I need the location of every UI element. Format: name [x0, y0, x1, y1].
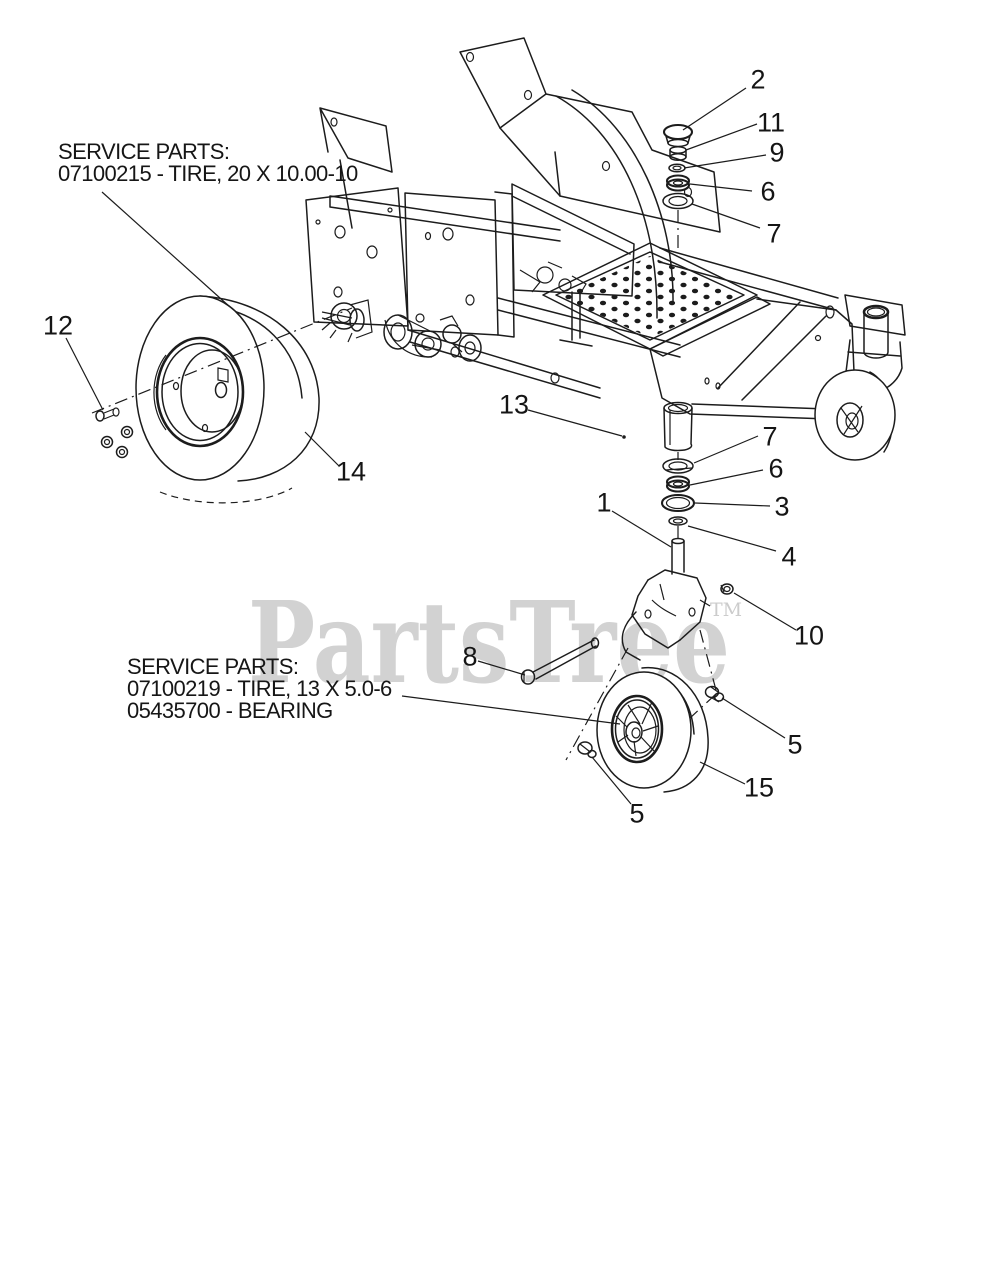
callout-6: 6	[760, 176, 776, 207]
callout-7b: 7	[762, 421, 778, 452]
spindle-tube-and-stack	[660, 401, 696, 538]
axle-bolt	[520, 637, 600, 685]
callout-7: 7	[766, 218, 782, 249]
service-parts-lower-line3: 05435700 - BEARING	[127, 698, 333, 723]
bearing-left	[577, 741, 597, 759]
service-parts-lower-line1: SERVICE PARTS:	[127, 654, 299, 679]
transmission-parts	[321, 311, 482, 362]
spindle-nut	[720, 583, 734, 595]
service-parts-upper-line1: SERVICE PARTS:	[58, 139, 230, 164]
upper-hardware-stack	[662, 123, 694, 253]
caster-wheel-13x5	[577, 666, 725, 793]
service-parts-upper-line2: 07100215 - TIRE, 20 X 10.00-10	[58, 161, 358, 186]
callout-2: 2	[750, 64, 766, 95]
callout-15: 15	[743, 772, 775, 803]
callout-10: 10	[793, 620, 825, 651]
callout-4: 4	[781, 541, 797, 572]
callout-9: 9	[769, 137, 785, 168]
callout-6b: 6	[768, 453, 784, 484]
service-parts-lower-line2: 07100219 - TIRE, 13 X 5.0-6	[127, 676, 392, 701]
lug-hardware	[95, 407, 134, 459]
callout-12: 12	[42, 310, 74, 341]
caster-assembled	[814, 294, 906, 461]
watermark-tm: TM	[710, 599, 742, 621]
frame-drawing	[305, 37, 857, 421]
callout-5: 5	[787, 729, 803, 760]
axle-hub	[321, 299, 373, 343]
callout-5b: 5	[629, 798, 645, 829]
leader-lines	[65, 87, 797, 805]
service-parts-upper: SERVICE PARTS: 07100215 - TIRE, 20 X 10.…	[58, 141, 358, 185]
tire-20x10	[91, 295, 353, 504]
service-parts-lower: SERVICE PARTS: 07100219 - TIRE, 13 X 5.0…	[127, 656, 392, 722]
callout-1: 1	[596, 487, 612, 518]
callout-11: 11	[756, 107, 786, 138]
callout-3: 3	[774, 491, 790, 522]
callout-8: 8	[462, 641, 478, 672]
bearing-right	[704, 685, 725, 703]
callout-13: 13	[498, 389, 530, 420]
callout-14: 14	[335, 456, 367, 487]
